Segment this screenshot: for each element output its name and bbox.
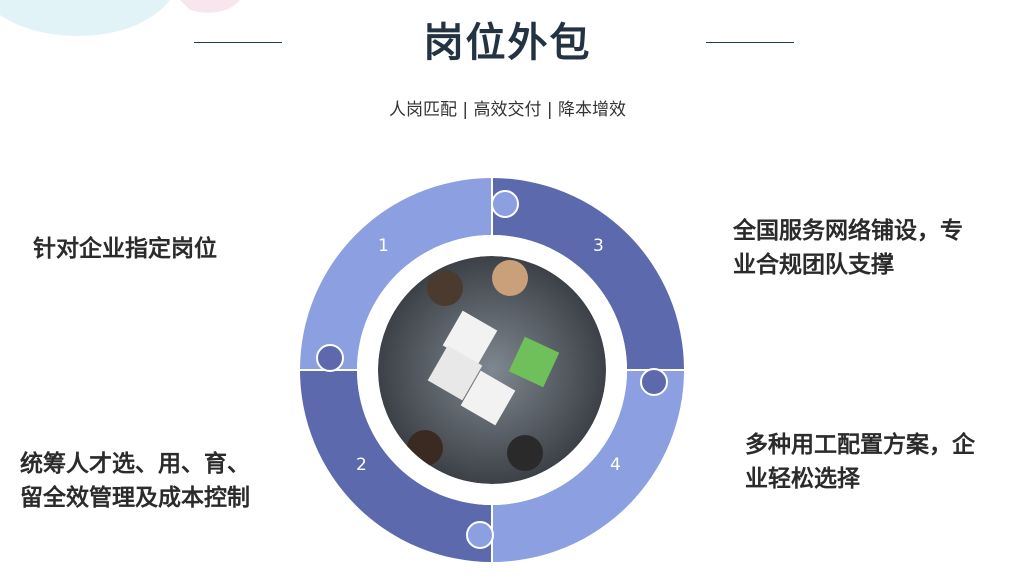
puzzle-wheel: 1 3 2 4 <box>300 178 684 562</box>
feature-text-4: 多种用工配置方案，企业轻松选择 <box>745 432 975 492</box>
title-rule-right <box>706 42 794 43</box>
page-subtitle: 人岗匹配 | 高效交付 | 降本增效 <box>388 100 627 120</box>
feature-text-1: 针对企业指定岗位 <box>33 236 217 262</box>
segment-number-4: 4 <box>610 455 621 475</box>
feature-text-3: 全国服务网络铺设，专业合规团队支撑 <box>733 218 963 278</box>
title-rule-left <box>194 42 282 43</box>
segment-1 <box>300 178 492 370</box>
segment-3 <box>492 178 684 370</box>
segment-number-1: 1 <box>378 236 389 256</box>
segment-4 <box>492 370 684 562</box>
segment-number-2: 2 <box>356 455 367 475</box>
segment-number-3: 3 <box>593 236 604 256</box>
teamwork-puzzle-photo <box>378 256 606 484</box>
feature-text-2: 统筹人才选、用、育、留全效管理及成本控制 <box>20 451 250 511</box>
page-title: 岗位外包 <box>423 20 592 66</box>
decorative-swirl <box>0 0 240 36</box>
segment-2 <box>300 370 492 562</box>
